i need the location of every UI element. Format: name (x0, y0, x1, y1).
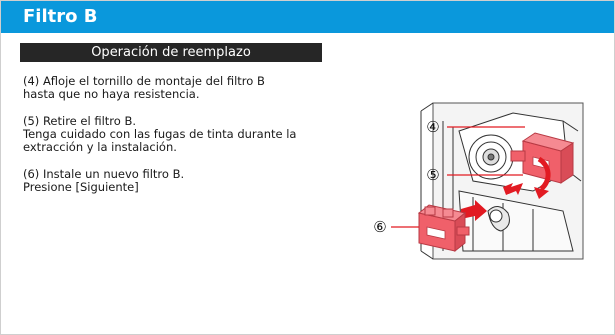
step-4: (4) Afloje el tornillo de montaje del fi… (23, 75, 353, 101)
callout-6: ⑥ (373, 218, 386, 236)
step-5-line-1: (5) Retire el filtro B. (23, 114, 136, 128)
step-6: (6) Instale un nuevo filtro B. Presione … (23, 168, 353, 194)
page-title: Filtro B (1, 1, 614, 33)
step-4-line-2: hasta que no haya resistencia. (23, 87, 200, 101)
step-6-line-2: Presione [Siguiente] (23, 180, 139, 194)
step-5-line-3: extracción y la instalación. (23, 140, 177, 154)
callout-4: ④ (426, 118, 439, 136)
install-arrow-icon (461, 200, 487, 221)
new-filter-b (417, 204, 470, 253)
step-5-line-2: Tenga cuidado con las fugas de tinta dur… (23, 127, 297, 141)
step-6-line-1: (6) Instale un nuevo filtro B. (23, 167, 185, 181)
section-header: Operación de reemplazo (20, 43, 322, 62)
instructions: (4) Afloje el tornillo de montaje del fi… (23, 75, 353, 208)
callout-5: ⑤ (426, 166, 439, 184)
remove-arrow-icon (503, 183, 523, 195)
step-4-line-1: (4) Afloje el tornillo de montaje del fi… (23, 74, 265, 88)
step-5: (5) Retire el filtro B. Tenga cuidado co… (23, 115, 353, 154)
rotate-arrow-icon (537, 156, 551, 191)
filter-illustration: ④ ⑤ ⑥ (373, 102, 584, 260)
